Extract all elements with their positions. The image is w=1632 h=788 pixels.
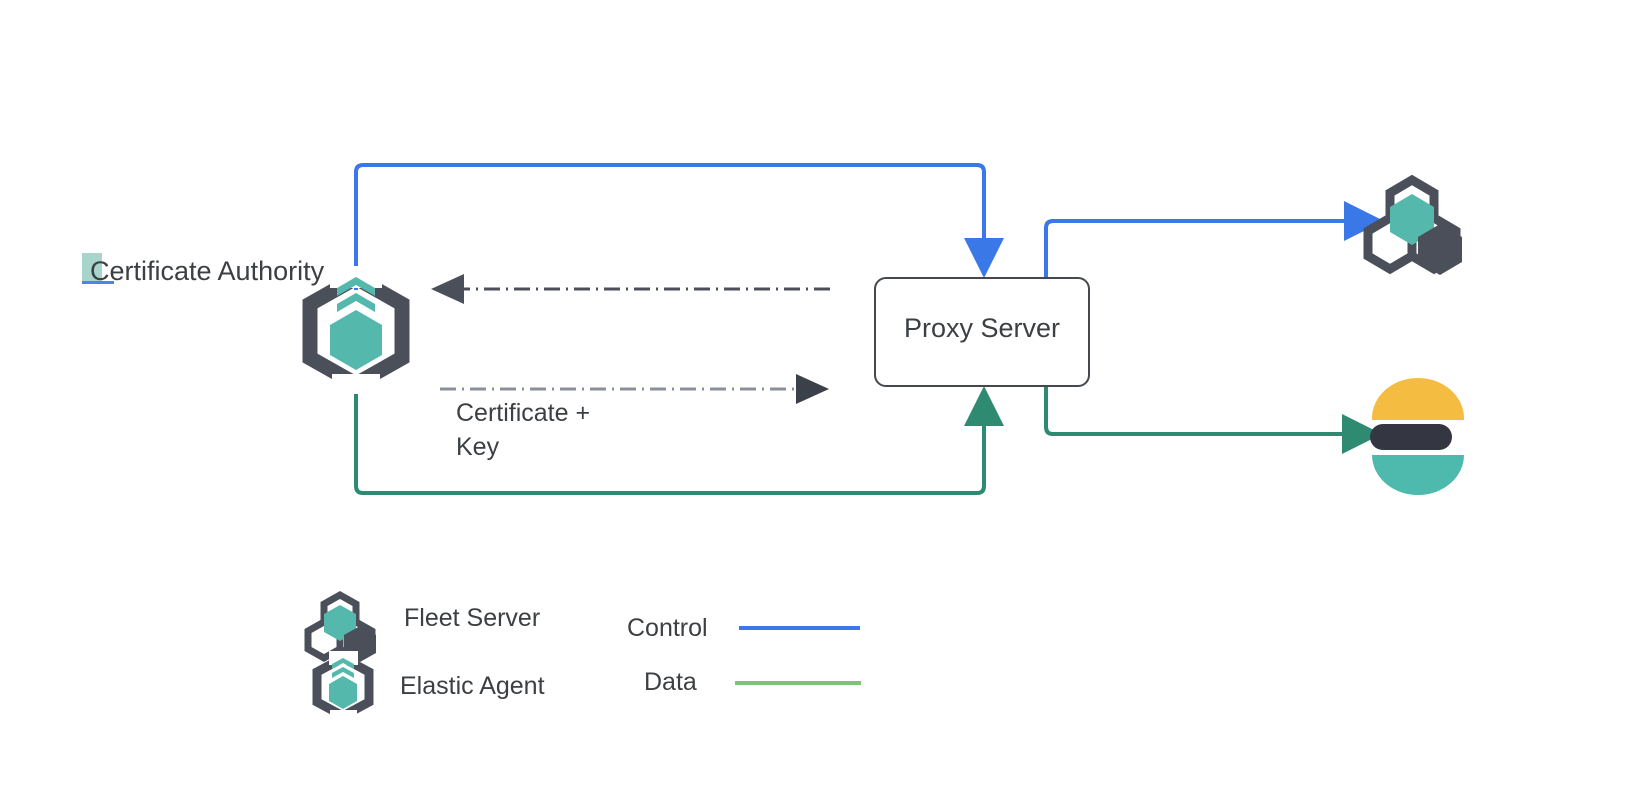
legend-elastic-agent-icon: [312, 651, 374, 722]
certificate-key-line2: Key: [456, 433, 500, 461]
text-selection-highlight: [82, 253, 102, 281]
legend-label-data: Data: [644, 668, 697, 696]
legend-label-control: Control: [627, 614, 708, 642]
edge-control-agent-to-proxy: [354, 163, 1004, 290]
elastic-agent-icon: [302, 266, 410, 394]
proxy-server-label: Proxy Server: [903, 313, 1061, 343]
legend-label-fleet-server: Fleet Server: [404, 604, 541, 632]
elasticsearch-icon[interactable]: [1370, 378, 1464, 495]
legend-label-elastic-agent: Elastic Agent: [400, 672, 545, 700]
certificate-authority-node[interactable]: [302, 266, 410, 394]
edge-control-proxy-to-fleet: [1044, 201, 1384, 282]
legend-fleet-server-icon: [304, 590, 376, 663]
edge-data-proxy-to-elasticsearch: [1044, 385, 1382, 454]
edge-data-agent-to-proxy: [354, 378, 1004, 495]
certificate-key-label: Certificate + Key: [456, 396, 590, 464]
fleet-server-icon[interactable]: [1363, 174, 1462, 275]
proxy-server-node[interactable]: [874, 277, 1090, 387]
certificate-key-line1: Certificate +: [456, 399, 591, 427]
text-selection-underline: [82, 281, 114, 284]
certificate-authority-label: Certificate Authority: [90, 256, 325, 286]
